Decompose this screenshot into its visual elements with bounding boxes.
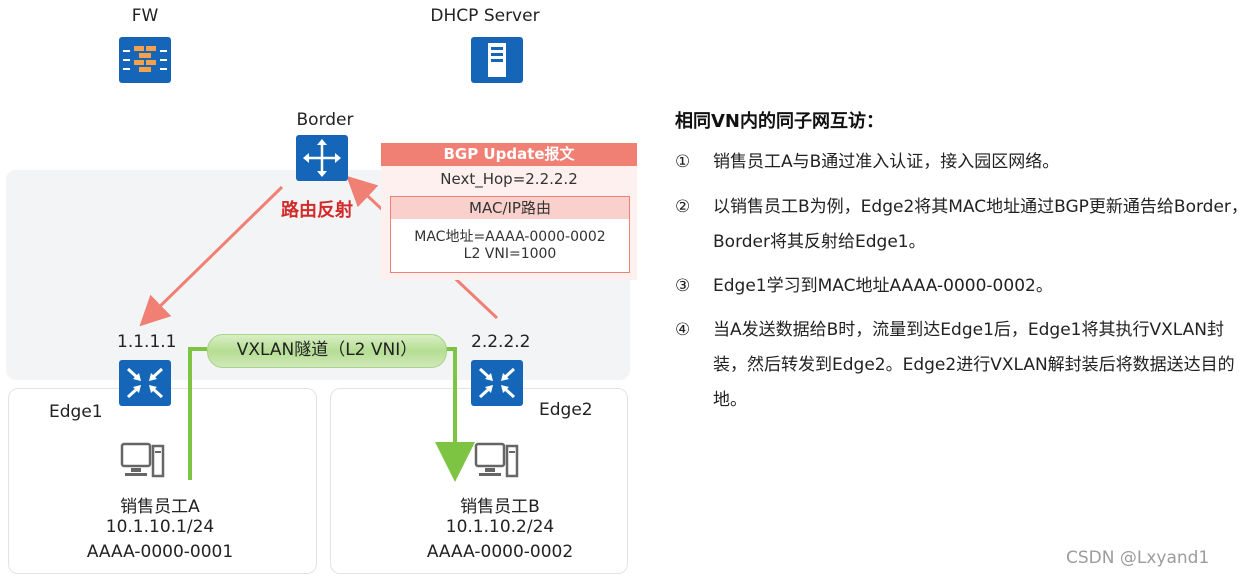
- step-number: ①: [675, 152, 691, 172]
- panel-title: 相同VN内的同子网互访：: [675, 111, 884, 132]
- step-3: ③ Edge1学习到MAC地址AAAA-0000-0002。: [675, 269, 1242, 304]
- step-number: ④: [675, 320, 691, 340]
- vxlan-tunnel: VXLAN隧道（L2 VNI）: [207, 334, 447, 368]
- switch-icon: [119, 360, 171, 406]
- reflect-arrow-to-edge1: [139, 185, 284, 327]
- edge2-label: Edge2: [539, 400, 593, 420]
- router-icon: [296, 135, 348, 181]
- bgp-update-box: BGP Update报文 Next_Hop=2.2.2.2 MAC/IP路由 M…: [381, 143, 637, 280]
- firewall-icon: [119, 37, 171, 83]
- mac-address-line: MAC地址=AAAA-0000-0002: [414, 229, 606, 245]
- server-icon: [471, 37, 523, 83]
- mac-ip-route-title: MAC/IP路由: [391, 197, 629, 219]
- step-text: 销售员工A与B通过准入认证，接入园区网络。: [713, 152, 1060, 172]
- host-a-ip: 10.1.10.1/24: [105, 517, 215, 537]
- step-1: ① 销售员工A与B通过准入认证，接入园区网络。: [675, 145, 1242, 180]
- switch-icon: [471, 360, 523, 406]
- step-number: ②: [675, 197, 691, 217]
- host-b-ip: 10.1.10.2/24: [445, 517, 555, 537]
- l2-vni-line: L2 VNI=1000: [463, 246, 557, 262]
- site-a-box: [8, 388, 317, 574]
- host-b-mac: AAAA-0000-0002: [426, 542, 574, 562]
- dhcp-label: DHCP Server: [430, 6, 540, 26]
- tunnel-path-edge1: [188, 347, 207, 480]
- host-a-name: 销售员工A: [120, 497, 200, 517]
- step-text: Edge1学习到MAC地址AAAA-0000-0002。: [713, 276, 1053, 296]
- site-b-box: [330, 388, 628, 574]
- step-4: ④ 当A发送数据给B时，流量到达Edge1后，Edge1将其执行VXLAN封装，…: [675, 313, 1242, 418]
- host-b-name: 销售员工B: [460, 497, 540, 517]
- next-hop-text: Next_Hop=2.2.2.2: [440, 170, 578, 188]
- bgp-update-title: BGP Update报文: [381, 143, 637, 166]
- watermark: CSDN @Lxyand1: [1066, 548, 1210, 568]
- step-number: ③: [675, 276, 691, 296]
- step-2: ② 以销售员工B为例，Edge2将其MAC地址通过BGP更新通告给Border，…: [675, 190, 1242, 260]
- route-reflect-label: 路由反射: [281, 200, 353, 221]
- step-text: 以销售员工B为例，Edge2将其MAC地址通过BGP更新通告给Border，Bo…: [713, 197, 1242, 252]
- edge1-ip: 1.1.1.1: [117, 332, 177, 352]
- pc-icon: [474, 442, 520, 482]
- pc-icon: [120, 442, 166, 482]
- host-a-mac: AAAA-0000-0001: [86, 542, 234, 562]
- tunnel-path-edge2: [435, 347, 475, 482]
- border-label: Border: [296, 110, 354, 130]
- mac-ip-route-box: MAC/IP路由 MAC地址=AAAA-0000-0002 L2 VNI=100…: [390, 196, 630, 273]
- step-text: 当A发送数据给B时，流量到达Edge1后，Edge1将其执行VXLAN封装，然后…: [713, 320, 1235, 410]
- edge1-label: Edge1: [49, 402, 103, 422]
- edge2-ip: 2.2.2.2: [471, 332, 531, 352]
- fw-label: FW: [131, 6, 159, 26]
